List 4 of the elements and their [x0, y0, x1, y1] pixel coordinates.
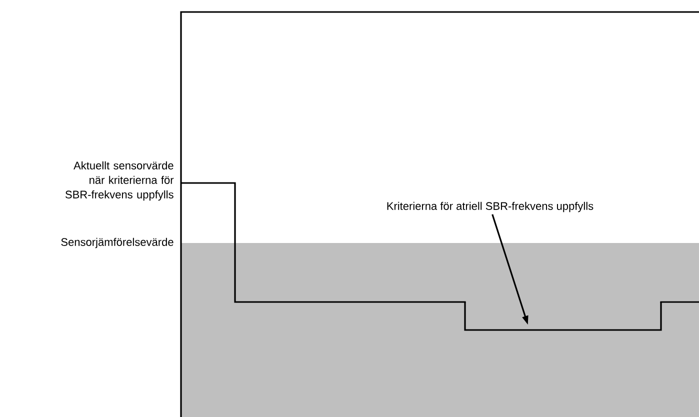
callout-text: Kriterierna för atriell SBR-frekvens uppfylls [387, 202, 594, 212]
axis-label: Sensorjämförelsevärde [61, 238, 174, 248]
axis-label: Aktuellt sensorvärde när kriterierna för SBR-frekvens uppfylls [66, 161, 174, 201]
step-dip [464, 302, 662, 331]
